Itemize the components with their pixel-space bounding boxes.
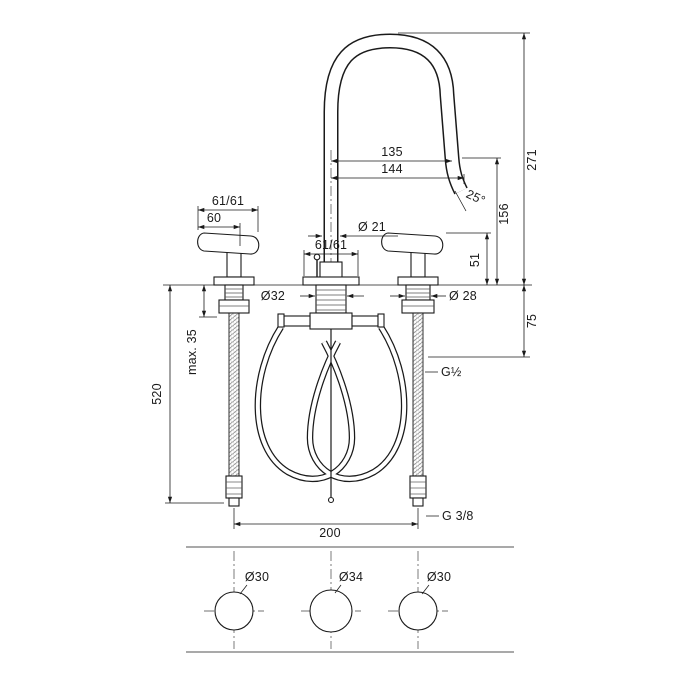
left-escutcheon (213, 276, 255, 286)
dim-spout-reach: 135 144 (331, 145, 465, 184)
dim-6161-left-label: 61/61 (212, 194, 244, 208)
dim-base-diameter: Ø32 (261, 289, 364, 303)
hole-center-callout: Ø34 (334, 570, 363, 594)
center-shank-tee (277, 284, 385, 330)
dim-max35-label: max. 35 (185, 329, 199, 375)
dim-total-height: 271 (398, 32, 539, 285)
dim-135-label: 135 (381, 145, 402, 159)
hole-left-callout: Ø30 (239, 570, 269, 595)
dim-6161-center-label: 61/61 (315, 238, 347, 252)
right-mounting-nut (401, 299, 435, 314)
faucet-body (163, 33, 532, 507)
dim-hole-distance: 200 (233, 508, 419, 540)
g38-label: G 3/8 (442, 509, 474, 523)
tee-fitting (309, 312, 353, 330)
hole-right (398, 591, 438, 631)
pull-rod-knob (313, 253, 321, 277)
left-handle (197, 232, 260, 286)
right-handle (381, 232, 444, 286)
tee-outlet-left (283, 315, 311, 327)
left-hose-connector (225, 475, 243, 499)
g12-label: G½ (441, 365, 462, 379)
dim-hose-length: 520 (150, 285, 224, 504)
dim-spout-diameter: Ø 21 (308, 220, 398, 239)
dim-25deg-label: 25° (464, 187, 488, 208)
hole-right-callout: Ø30 (421, 570, 451, 595)
dim-271-label: 271 (525, 149, 539, 170)
dim-200-label: 200 (319, 526, 340, 540)
dimensions: 271 156 51 75 135 144 (150, 32, 539, 540)
dim-spout-height: 156 (462, 157, 511, 285)
right-supply-hose (412, 312, 424, 477)
dim-max-thickness: max. 35 (185, 285, 217, 375)
dim-below-deck: 75 (428, 285, 539, 358)
right-escutcheon (397, 276, 439, 286)
right-handle-stem (410, 249, 426, 278)
left-valve-assembly (218, 284, 250, 507)
dim-lever-length: 60 (198, 211, 241, 246)
spout-collar (319, 261, 343, 279)
dim-75-label: 75 (525, 314, 539, 328)
hole-layout-view: Ø30 Ø34 Ø30 (186, 546, 514, 653)
dim-520-label: 520 (150, 383, 164, 404)
hose-loops (254, 325, 408, 483)
dim-dia21-label: Ø 21 (358, 220, 386, 234)
left-handle-lever (197, 232, 260, 255)
label-hose-thread: G 3/8 (426, 509, 474, 523)
left-handle-stem (226, 249, 242, 278)
hole-left (214, 591, 254, 631)
spout (302, 33, 468, 286)
hole-left-label: Ø30 (245, 570, 269, 584)
dim-handle-height: 51 (446, 232, 491, 285)
dim-156-label: 156 (497, 203, 511, 224)
spout-escutcheon (302, 276, 360, 286)
dim-60-label: 60 (207, 211, 221, 225)
dim-dia32-label: Ø32 (261, 289, 285, 303)
right-handle-lever (381, 232, 444, 255)
hole-center-label: Ø34 (339, 570, 363, 584)
tee-outlet-right (351, 315, 379, 327)
pop-up-rod (327, 329, 335, 504)
right-valve-assembly (401, 284, 435, 507)
dim-center-span: 61/61 (303, 238, 359, 276)
dim-valve-diameter: Ø 28 (390, 289, 477, 303)
left-supply-hose (228, 312, 240, 477)
dim-dia28-label: Ø 28 (449, 289, 477, 303)
dim-144-label: 144 (381, 162, 402, 176)
label-valve-thread: G½ (425, 365, 462, 379)
hole-right-label: Ø30 (427, 570, 451, 584)
right-hose-connector (409, 475, 427, 499)
dim-51-label: 51 (468, 253, 482, 267)
hole-center (309, 589, 353, 633)
left-mounting-nut (218, 299, 250, 314)
